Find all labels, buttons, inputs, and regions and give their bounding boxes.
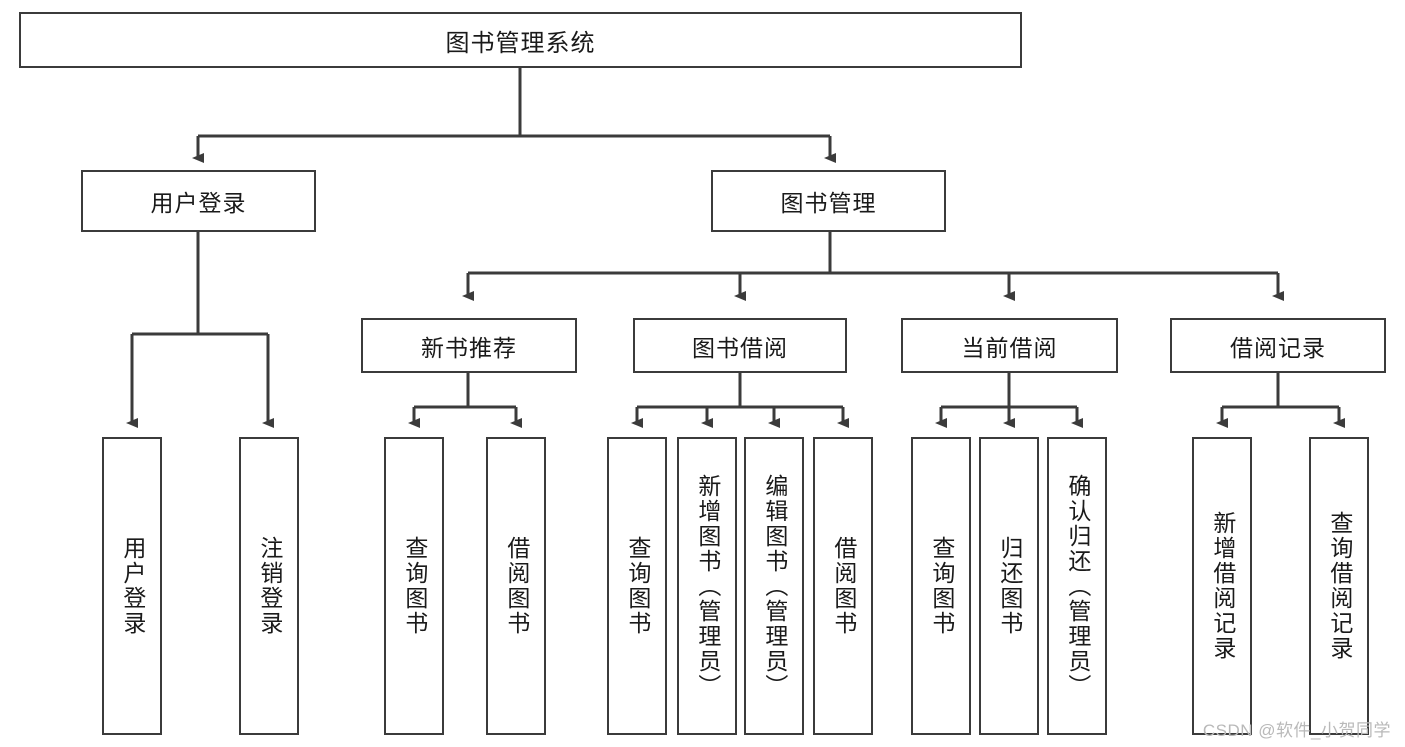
node-user-login[interactable]: 用户登录 [81,170,316,232]
leaf-user-login-logout[interactable]: 注销登录 [239,437,299,735]
leaf-label: 新增借阅记录 [1209,511,1236,661]
leaf-borrow-record-add[interactable]: 新增借阅记录 [1192,437,1252,735]
leaf-borrow-record-query[interactable]: 查询借阅记录 [1309,437,1369,735]
leaf-current-borrow-query[interactable]: 查询图书 [911,437,971,735]
leaf-label: 查询借阅记录 [1326,511,1353,661]
node-new-book-recommend[interactable]: 新书推荐 [361,318,577,373]
leaf-label: 确认归还（管理员） [1064,473,1091,699]
leaf-label: 查询图书 [401,536,428,636]
leaf-new-book-borrow[interactable]: 借阅图书 [486,437,546,735]
leaf-label: 查询图书 [624,536,651,636]
watermark: CSDN @软件_小贺同学 [1202,721,1391,740]
leaf-label: 新增图书（管理员） [694,473,721,699]
leaf-current-borrow-confirm-return[interactable]: 确认归还（管理员） [1047,437,1107,735]
leaf-label: 查询图书 [928,536,955,636]
leaf-book-borrow-borrow[interactable]: 借阅图书 [813,437,873,735]
node-book-borrow[interactable]: 图书借阅 [633,318,847,373]
leaf-current-borrow-return[interactable]: 归还图书 [979,437,1039,735]
node-book-management[interactable]: 图书管理 [711,170,946,232]
node-current-borrow[interactable]: 当前借阅 [901,318,1118,373]
node-borrow-records[interactable]: 借阅记录 [1170,318,1386,373]
leaf-label: 编辑图书（管理员） [761,473,788,699]
leaf-user-login-login[interactable]: 用户登录 [102,437,162,735]
leaf-label: 借阅图书 [503,536,530,636]
leaf-label: 借阅图书 [830,536,857,636]
leaf-label: 归还图书 [996,536,1023,636]
leaf-label: 用户登录 [119,536,146,636]
leaf-label: 注销登录 [256,536,283,636]
leaf-book-borrow-edit[interactable]: 编辑图书（管理员） [744,437,804,735]
leaf-book-borrow-query[interactable]: 查询图书 [607,437,667,735]
leaf-new-book-query[interactable]: 查询图书 [384,437,444,735]
leaf-book-borrow-add[interactable]: 新增图书（管理员） [677,437,737,735]
node-root-book-management-system[interactable]: 图书管理系统 [19,12,1022,68]
